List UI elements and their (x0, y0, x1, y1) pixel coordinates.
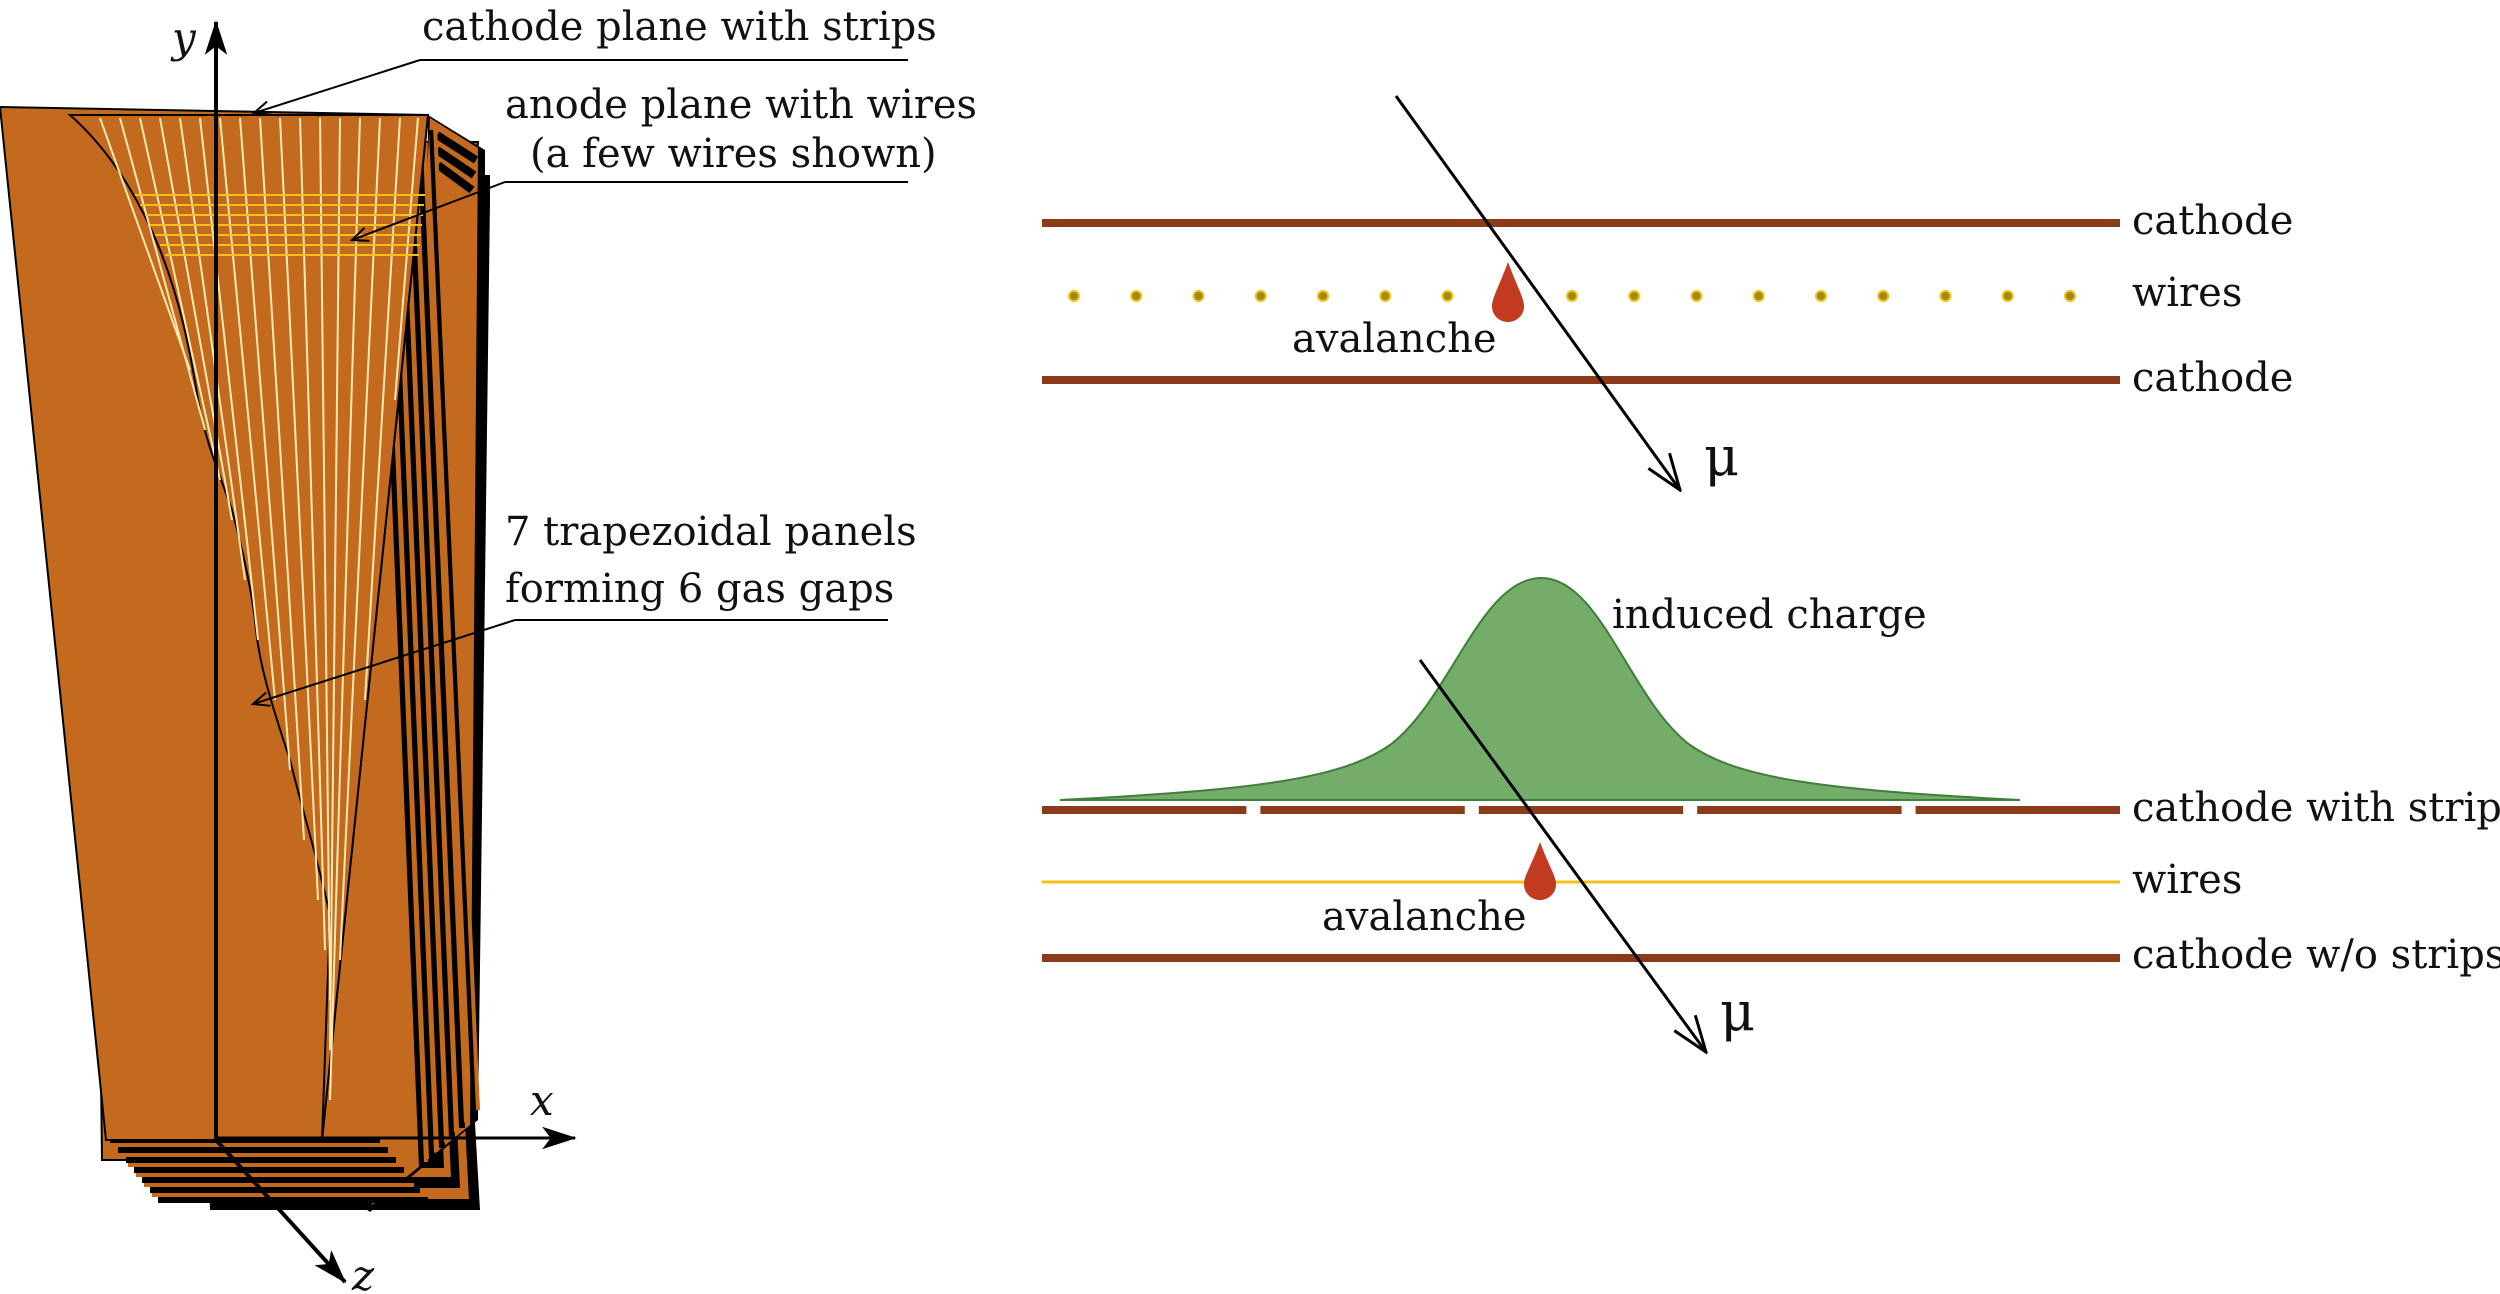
cathode-plane-leader (254, 59, 421, 113)
anode-label-line2: (a few wires shown) (530, 131, 937, 177)
x-axis-label: x (530, 1076, 554, 1125)
muon-track-bottom (1418, 659, 1706, 1052)
muon-label-top: μ (1704, 425, 1739, 488)
muon-track-top (1394, 95, 1680, 490)
wire-dot (2001, 290, 2014, 302)
avalanche-label-top: avalanche (1292, 316, 1497, 362)
wire-dot (1254, 290, 1267, 302)
wire-dot (1815, 290, 1827, 302)
cutaway-region (67, 114, 430, 1141)
wire-dot (1068, 290, 1080, 302)
detector-3d (0, 105, 490, 1212)
anode-wires (135, 194, 425, 256)
top-cathode-upper-label: cathode (2132, 198, 2293, 244)
wire-dot (1130, 290, 1143, 302)
wire-dot (1317, 290, 1329, 302)
z-axis-label: z (351, 1251, 375, 1294)
bottom-schematic: induced charge avalanche μ cathode with … (1042, 576, 2500, 1052)
wire-dot (2064, 290, 2076, 302)
top-schematic: avalanche μ cathode wires cathode (1042, 95, 2293, 490)
wire-dots (1068, 290, 2076, 302)
top-cathode-lower-label: cathode (2132, 355, 2293, 401)
cathode-strips-label: cathode with strips (2132, 785, 2500, 831)
y-axis-label: y (170, 13, 197, 62)
cathode-plain-label: cathode w/o strips (2132, 932, 2500, 978)
wire-dot (1752, 290, 1765, 302)
wire-dot (1690, 290, 1703, 302)
avalanche-drop-top (1492, 262, 1524, 322)
top-wires-label: wires (2132, 270, 2242, 316)
wire-dot (1877, 290, 1890, 302)
wire-dot (1192, 290, 1205, 302)
induced-charge-curve (1059, 576, 2021, 801)
avalanche-drop-bottom (1524, 842, 1556, 900)
panels-label-line2: forming 6 gas gaps (505, 566, 894, 612)
left-annotations: cathode plane with strips anode plane wi… (253, 4, 977, 704)
anode-label-line1: anode plane with wires (505, 82, 977, 128)
cathode-plane-label: cathode plane with strips (422, 4, 937, 50)
panels-leader (253, 619, 516, 704)
panel-edges (110, 115, 490, 1212)
wire-dot (1939, 290, 1952, 302)
wire-dot (1379, 290, 1392, 302)
wire-dot (1628, 290, 1641, 302)
panels-label-line1: 7 trapezoidal panels (505, 509, 917, 555)
bottom-wires-label: wires (2132, 857, 2242, 903)
induced-charge-label: induced charge (1612, 592, 1927, 638)
z-axis (214, 1138, 347, 1284)
wire-dot (1566, 290, 1578, 302)
anode-leader (352, 181, 506, 240)
wire-dot (1441, 290, 1454, 302)
muon-label-bottom: μ (1720, 980, 1755, 1043)
avalanche-label-bottom: avalanche (1322, 894, 1527, 940)
axes: y x z (170, 13, 577, 1294)
